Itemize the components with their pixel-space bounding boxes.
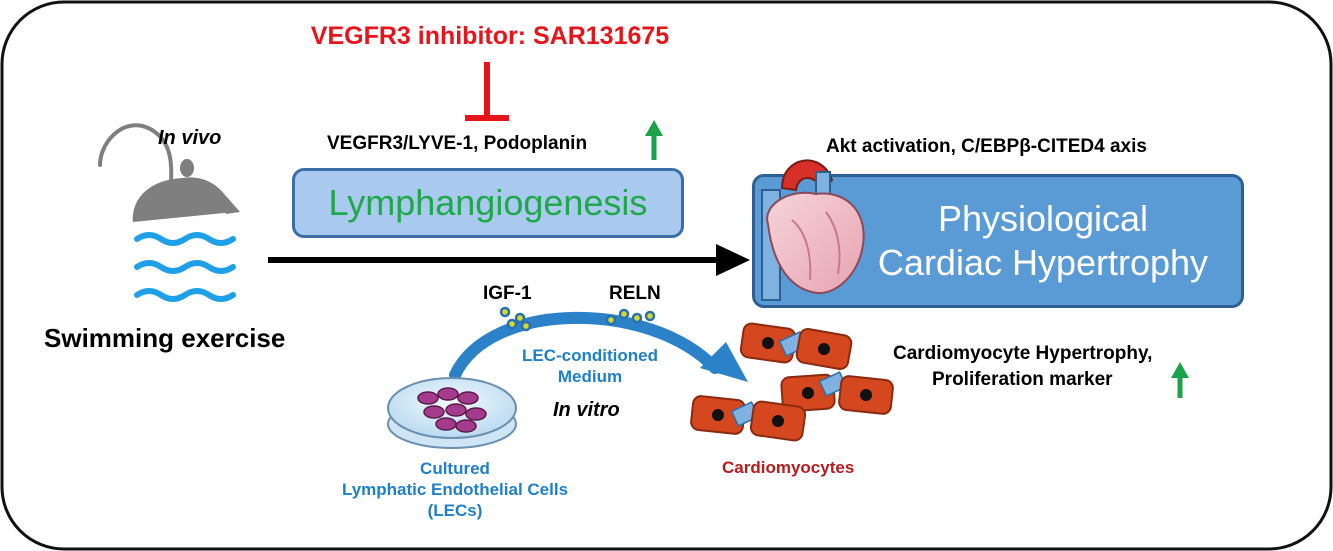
petri-dish-icon bbox=[387, 377, 517, 449]
heart-icon bbox=[761, 159, 865, 301]
swimming-exercise-label: Swimming exercise bbox=[44, 323, 286, 353]
lymphangiogenesis-label: Lymphangiogenesis bbox=[328, 182, 648, 223]
mouse-icon bbox=[98, 123, 240, 222]
reln-dots bbox=[605, 308, 656, 326]
lymphangiogenesis-box: Lymphangiogenesis bbox=[292, 168, 684, 238]
igf1-label: IGF-1 bbox=[483, 283, 532, 304]
cm-cluster-middle bbox=[780, 371, 894, 415]
cardiomyocyte-cells bbox=[690, 322, 894, 442]
physio-line2: Cardiac Hypertrophy bbox=[877, 242, 1209, 283]
cm-hypertrophy-line1: Cardiomyocyte Hypertrophy, bbox=[893, 343, 1153, 364]
lymph-markers-label: VEGFR3/LYVE-1, Podoplanin bbox=[327, 133, 588, 154]
water-waves-icon bbox=[134, 232, 236, 302]
cm-cluster-top bbox=[739, 322, 853, 370]
cardiomyocytes-label: Cardiomyocytes bbox=[722, 458, 855, 477]
cultured-line2: Lymphatic Endothelial Cells bbox=[341, 480, 569, 499]
lec-medium-line1: LEC-conditioned bbox=[522, 346, 658, 365]
inhibition-symbol bbox=[465, 62, 509, 121]
physio-line1: Physiological bbox=[937, 198, 1149, 239]
igf1-dots bbox=[499, 306, 532, 332]
akt-label: Akt activation, C/EBPβ-CITED4 axis bbox=[826, 136, 1147, 157]
lec-medium-label: LEC-conditioned Medium bbox=[500, 345, 680, 387]
in-vivo-label: In vivo bbox=[158, 127, 222, 149]
lec-medium-line2: Medium bbox=[557, 367, 623, 386]
main-arrow bbox=[268, 244, 750, 276]
inhibitor-label: VEGFR3 inhibitor: SAR131675 bbox=[310, 22, 670, 50]
curved-arrow bbox=[449, 311, 748, 382]
cm-up-arrow bbox=[1171, 362, 1189, 398]
lymph-up-arrow bbox=[645, 120, 663, 160]
in-vitro-label: In vitro bbox=[553, 399, 620, 421]
cultured-lec-label: Cultured Lymphatic Endothelial Cells (LE… bbox=[305, 458, 605, 521]
reln-label: RELN bbox=[609, 283, 661, 304]
cm-hypertrophy-line2: Proliferation marker bbox=[932, 369, 1113, 390]
cultured-line1: Cultured bbox=[420, 459, 490, 478]
cultured-line3: (LECs) bbox=[427, 501, 483, 520]
cm-cluster-bottom bbox=[690, 395, 807, 442]
